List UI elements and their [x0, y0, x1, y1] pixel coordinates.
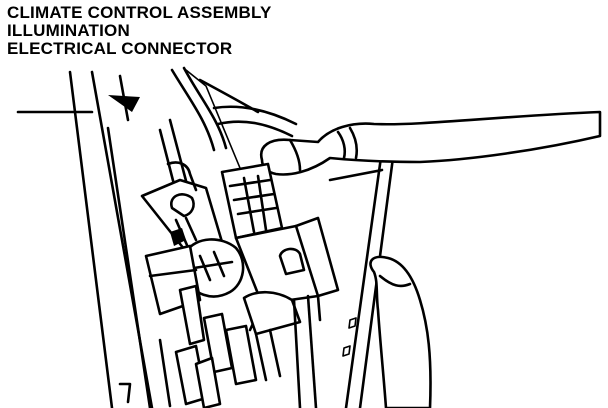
electrical-connector	[220, 162, 340, 332]
callout-label: CLIMATE CONTROL ASSEMBLY ILLUMINATION EL…	[7, 4, 272, 58]
callout-label-line-2: ILLUMINATION	[7, 21, 130, 40]
hand-illustration	[259, 110, 602, 408]
leader-line	[185, 69, 241, 169]
dash-panel-left	[16, 70, 154, 408]
callout-label-line-3: ELECTRICAL CONNECTOR	[7, 39, 233, 58]
lower-switch-cluster	[118, 284, 318, 408]
callout-label-line-1: CLIMATE CONTROL ASSEMBLY	[7, 3, 272, 22]
